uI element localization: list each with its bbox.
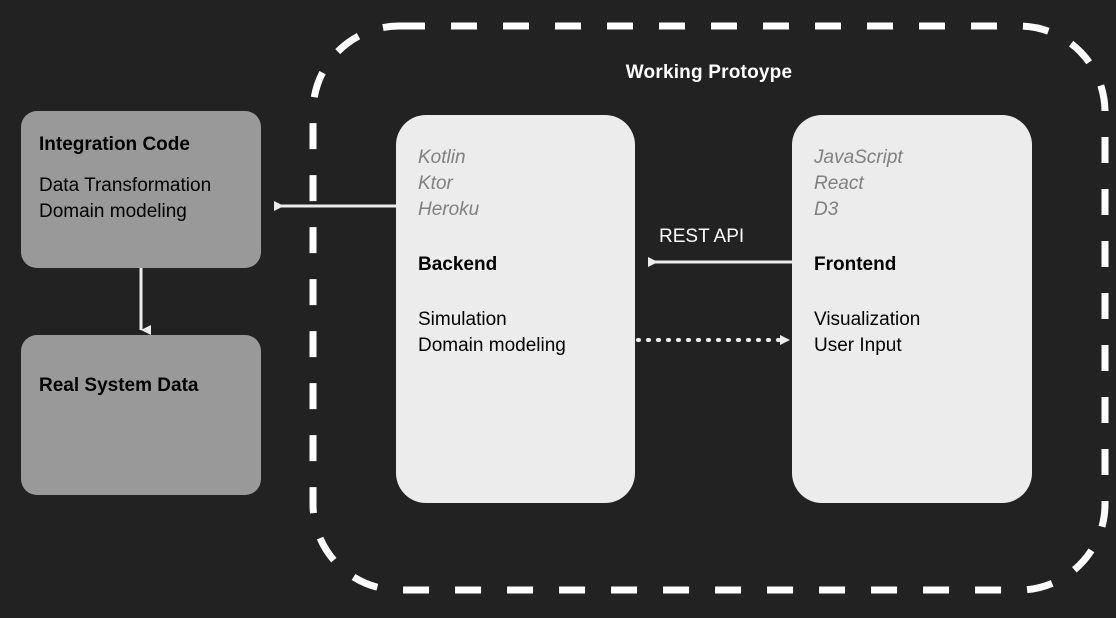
node-stack-item: JavaScript	[814, 147, 903, 168]
spacer	[418, 223, 613, 253]
working-prototype-container	[309, 22, 1109, 594]
node-title: Backend	[418, 254, 498, 275]
node-detail-line: Visualization	[814, 309, 921, 330]
spacer	[418, 277, 613, 307]
container-title: Working Protoype	[625, 62, 793, 83]
node-stack-item: Heroku	[418, 199, 480, 220]
spacer	[814, 223, 1010, 253]
node-integration-code[interactable]: Integration Code Data Transformation Dom…	[21, 111, 261, 268]
node-detail-line: User Input	[814, 335, 902, 356]
node-stack-item: Ktor	[418, 173, 453, 194]
node-stack-item: Kotlin	[418, 147, 466, 168]
node-frontend[interactable]: JavaScript React D3 Frontend Visualizati…	[792, 115, 1032, 503]
spacer	[814, 277, 1010, 307]
node-detail-line: Domain modeling	[39, 201, 187, 222]
node-detail-line: Domain modeling	[418, 335, 566, 356]
node-stack-item: React	[814, 173, 864, 194]
node-stack-item: D3	[814, 199, 839, 220]
node-detail-line: Simulation	[418, 309, 507, 330]
node-real-system-data[interactable]: Real System Data	[21, 335, 261, 495]
node-title: Integration Code	[39, 134, 190, 155]
node-title: Real System Data	[39, 375, 199, 396]
edge-label-rest-api: REST API	[659, 226, 745, 247]
node-backend[interactable]: Kotlin Ktor Heroku Backend Simulation Do…	[396, 115, 635, 503]
node-title: Frontend	[814, 254, 897, 275]
node-detail-line: Data Transformation	[39, 175, 212, 196]
spacer	[39, 157, 243, 173]
